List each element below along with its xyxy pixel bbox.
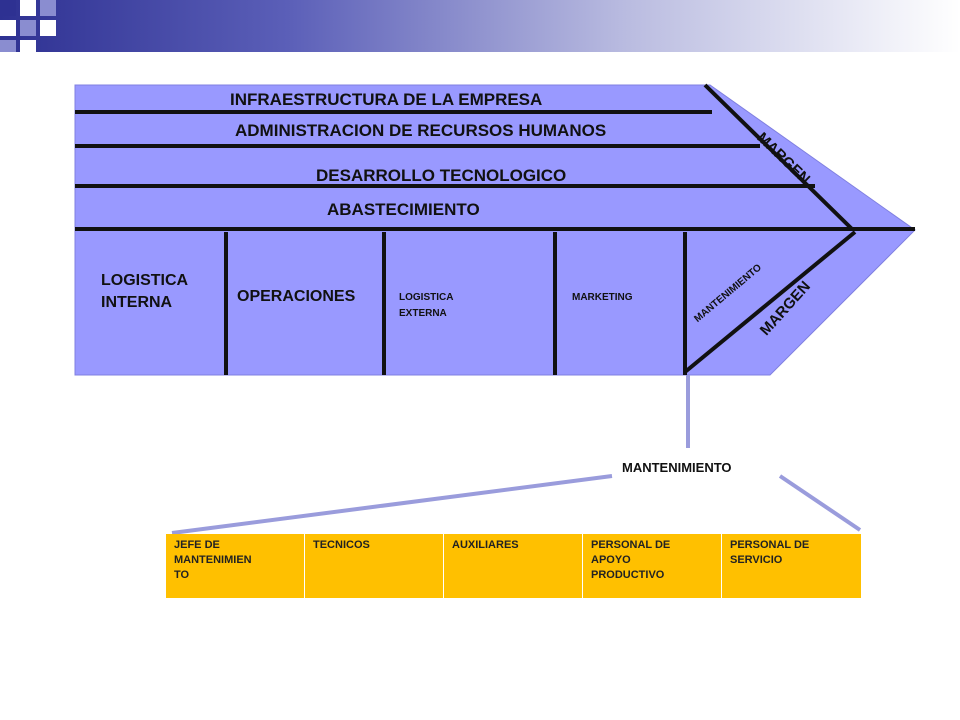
cell-line: JEFE DE — [174, 539, 220, 551]
detail-cell-auxiliares: AUXILIARES — [444, 534, 583, 598]
primary-activity-logistica-externa: LOGISTICA EXTERNA — [399, 290, 453, 322]
cell-line: MANTENIMIEN — [174, 554, 252, 566]
cell-line: APOYO — [591, 554, 631, 566]
connector-line — [171, 474, 613, 535]
header-square — [0, 40, 16, 52]
header-gradient-bar — [0, 0, 960, 52]
cell-line: TO — [174, 569, 190, 581]
margin-label-bottom: MARGEN — [756, 278, 814, 339]
detail-title: MANTENIMIENTO — [622, 460, 732, 475]
support-activity-recursos-humanos: ADMINISTRACION DE RECURSOS HUMANOS — [235, 121, 607, 140]
primary-activity-logistica-interna-line: INTERNA — [101, 294, 173, 311]
primary-activity-operaciones: OPERACIONES — [237, 288, 356, 305]
primary-activity-marketing: MARKETING — [572, 292, 633, 303]
header-square — [40, 20, 56, 36]
detail-cell-apoyo-productivo: PERSONAL DE APOYO PRODUCTIVO — [583, 534, 722, 598]
header-square — [20, 20, 36, 36]
primary-activity-logistica-externa-line: EXTERNA — [399, 308, 447, 319]
support-activity-infraestructura: INFRAESTRUCTURA DE LA EMPRESA — [230, 90, 543, 109]
cell-line: PERSONAL DE — [591, 539, 671, 551]
primary-activity-logistica-externa-line: LOGISTICA — [399, 292, 454, 303]
header-square — [40, 0, 56, 16]
margin-label-top: MARGEN — [753, 129, 814, 188]
cell-line: PERSONAL DE — [730, 539, 810, 551]
detail-cell-tecnicos: TECNICOS — [305, 534, 444, 598]
header-square — [0, 0, 16, 16]
primary-activity-mantenimiento: MANTENIMIENTO — [692, 262, 764, 325]
primary-activity-logistica-interna-line: LOGISTICA — [101, 272, 189, 289]
header-square — [20, 0, 36, 16]
detail-cell-servicio: PERSONAL DE SERVICIO — [722, 534, 861, 598]
support-activity-desarrollo-tecnologico: DESARROLLO TECNOLOGICO — [316, 166, 567, 185]
detail-cell-jefe: JEFE DE MANTENIMIEN TO — [166, 534, 305, 598]
primary-activity-logistica-interna: LOGISTICA INTERNA — [101, 270, 188, 314]
connector-line — [778, 474, 862, 532]
header-square — [0, 20, 16, 36]
header-square — [20, 40, 36, 52]
support-activity-abastecimiento: ABASTECIMIENTO — [327, 200, 480, 219]
cell-line: TECNICOS — [313, 539, 370, 551]
cell-line: PRODUCTIVO — [591, 569, 665, 581]
cell-line: AUXILIARES — [452, 539, 519, 551]
cell-line: SERVICIO — [730, 554, 783, 566]
